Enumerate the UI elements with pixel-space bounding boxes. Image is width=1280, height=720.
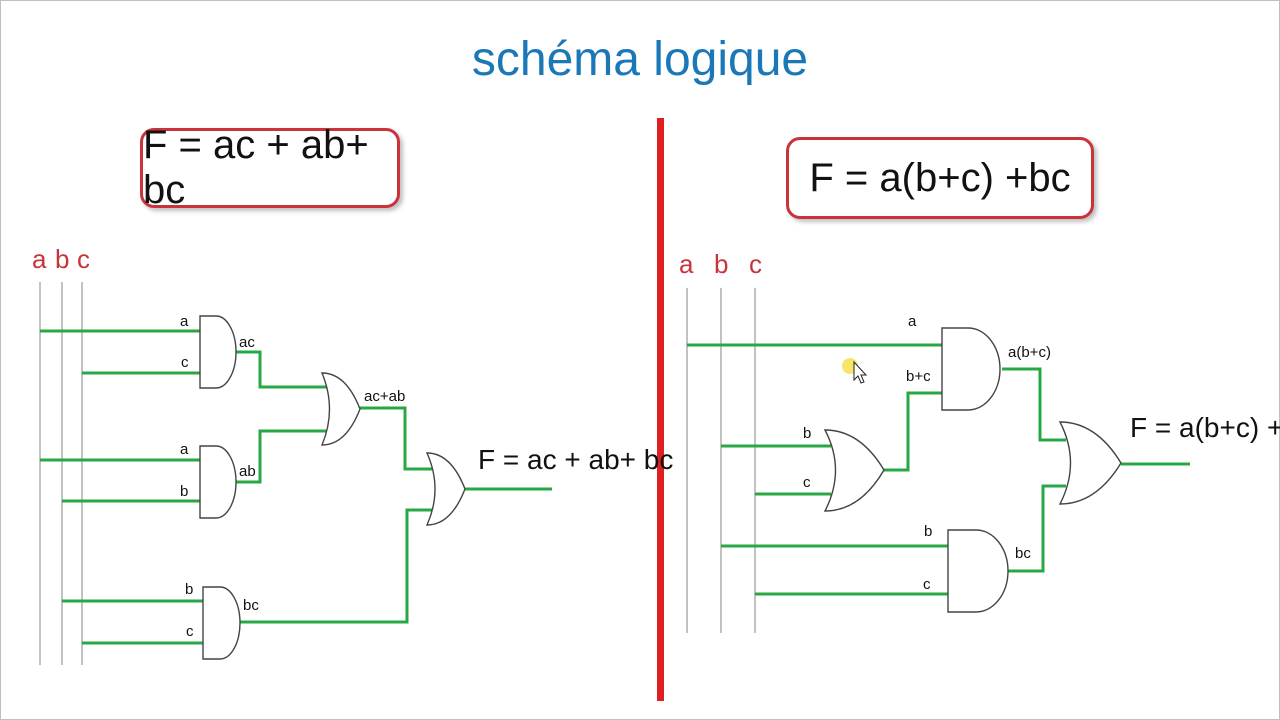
- left-or-gate-2: [425, 452, 466, 526]
- right-and-gate-2: [947, 529, 1009, 613]
- left-and2-out-label: ab: [239, 463, 256, 480]
- left-and-gate-2: [199, 445, 237, 519]
- right-and1-in1-label: a: [908, 313, 917, 330]
- left-and1-in2-label: c: [181, 354, 189, 371]
- left-var-a: a: [32, 244, 47, 274]
- right-and1-out-label: a(b+c): [1008, 344, 1051, 361]
- right-wire-bplusc: [884, 391, 942, 472]
- left-formula-text: F = ac + ab+ bc: [143, 123, 369, 212]
- right-and2-in2-label: c: [923, 576, 931, 593]
- left-or1-out-label: ac+ab: [364, 388, 405, 405]
- right-output-label: F = a(b+c) +bc: [1130, 412, 1280, 443]
- left-and1-out-label: ac: [239, 334, 255, 351]
- left-and2-in1-label: a: [180, 441, 189, 458]
- right-or1-in2-label: c: [803, 474, 811, 491]
- left-and-gate-1: [199, 315, 237, 389]
- left-output-label: F = ac + ab+ bc: [478, 444, 673, 475]
- right-var-b: b: [714, 249, 728, 279]
- right-circuit: a b c a b+c a(b+c) b c b c bc F = a(b+c)…: [679, 249, 1280, 633]
- right-and-gate-1: [941, 327, 1001, 411]
- left-and3-in2-label: c: [186, 623, 194, 640]
- left-and2-in2-label: b: [180, 483, 188, 500]
- right-or1-in1-label: b: [803, 425, 811, 442]
- left-wire-acab: [360, 406, 432, 471]
- left-and3-in1-label: b: [185, 581, 193, 598]
- left-var-c: c: [77, 244, 90, 274]
- left-and3-out-label: bc: [243, 597, 259, 614]
- mouse-cursor-icon: [842, 358, 868, 384]
- right-formula-box: F = a(b+c) +bc: [786, 137, 1094, 219]
- left-circuit: a b c a c ac a b ab b c bc ac+ab: [32, 244, 673, 665]
- left-wire-bc: [240, 508, 432, 624]
- right-or-gate-2: [1058, 421, 1122, 505]
- left-and-gate-3: [202, 586, 241, 660]
- right-and2-in1-label: b: [924, 523, 932, 540]
- right-wire-abplusc: [1002, 367, 1066, 442]
- right-or-gate-1: [823, 429, 885, 512]
- right-formula-text: F = a(b+c) +bc: [809, 155, 1071, 200]
- left-wire-ab: [236, 429, 327, 484]
- left-var-b: b: [55, 244, 69, 274]
- center-divider: [657, 118, 664, 701]
- left-wire-ac: [236, 350, 327, 389]
- left-or-gate-1: [320, 372, 361, 446]
- right-var-a: a: [679, 249, 694, 279]
- left-formula-box: F = ac + ab+ bc: [140, 123, 400, 212]
- right-wire-bc: [1008, 484, 1066, 573]
- slide-title: schéma logique: [471, 33, 809, 86]
- left-and1-in1-label: a: [180, 313, 189, 330]
- right-and1-in2-label: b+c: [906, 368, 931, 385]
- right-var-c: c: [749, 249, 762, 279]
- right-and2-out-label: bc: [1015, 545, 1031, 562]
